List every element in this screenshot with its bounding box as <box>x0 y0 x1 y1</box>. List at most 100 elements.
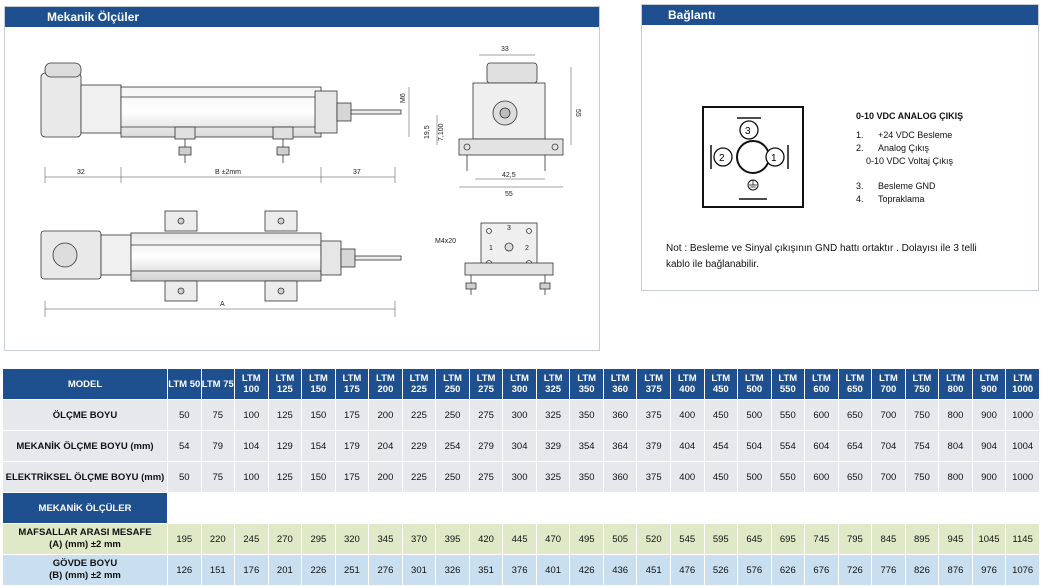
model-column-header: LTM 600 <box>805 369 838 399</box>
table-cell: 604 <box>805 431 838 461</box>
table-cell: 276 <box>369 555 402 585</box>
row-label: MAFSALLAR ARASI MESAFE(A) (mm) ±2 mm <box>3 524 167 554</box>
table-cell: 126 <box>168 555 201 585</box>
pin-desc-2: 2.Analog Çıkış <box>856 143 930 153</box>
pin-desc-1: 1.+24 VDC Besleme <box>856 130 953 140</box>
dim-7-100: 7,100 <box>438 123 445 141</box>
table-cell: 275 <box>469 400 503 430</box>
table-cell: 554 <box>771 431 805 461</box>
model-column-header: LTM 50 <box>168 369 201 399</box>
table-cell: 200 <box>369 462 402 492</box>
table-cell: 100 <box>235 462 268 492</box>
table-cell: 900 <box>972 400 1006 430</box>
section-spacer <box>168 493 1039 523</box>
table-cell: 79 <box>201 431 235 461</box>
dim-right-length: 37 <box>353 169 361 176</box>
table-cell: 325 <box>536 400 570 430</box>
table-cell: 104 <box>235 431 268 461</box>
model-column-header: LTM 350 <box>570 369 603 399</box>
table-section-row: MEKANİK ÖLÇÜLER <box>3 493 1039 523</box>
pin-3-label: 3 <box>745 126 751 137</box>
table-cell: 476 <box>670 555 704 585</box>
mechanical-panel-title: Mekanik Ölçüler <box>5 7 599 27</box>
table-cell: 300 <box>503 462 536 492</box>
table-cell: 650 <box>838 400 872 430</box>
table-cell: 945 <box>939 524 972 554</box>
model-column-header: LTM 360 <box>603 369 637 399</box>
pin-desc-2b: 0-10 VDC Voltaj Çıkış <box>866 156 954 166</box>
table-cell: 204 <box>369 431 402 461</box>
table-cell: 375 <box>637 400 670 430</box>
table-cell: 900 <box>972 462 1006 492</box>
model-column-header: LTM 200 <box>369 369 402 399</box>
table-cell: 520 <box>637 524 670 554</box>
table-cell: 400 <box>670 462 704 492</box>
table-cell: 750 <box>905 400 939 430</box>
table-cell: 436 <box>603 555 637 585</box>
pin-label-1: 1 <box>489 245 493 252</box>
table-cell: 1004 <box>1006 431 1039 461</box>
table-cell: 225 <box>402 400 436 430</box>
table-cell: 301 <box>402 555 436 585</box>
table-cell: 550 <box>771 400 805 430</box>
table-cell: 976 <box>972 555 1006 585</box>
pin-label-3: 3 <box>507 225 511 232</box>
section-label: MEKANİK ÖLÇÜLER <box>3 493 167 523</box>
table-cell: 526 <box>704 555 738 585</box>
dim-height: 55 <box>574 109 581 117</box>
table-cell: 600 <box>805 400 838 430</box>
table-cell: 295 <box>302 524 335 554</box>
table-cell: 654 <box>838 431 872 461</box>
model-column-header: LTM 1000 <box>1006 369 1039 399</box>
table-cell: 250 <box>436 400 469 430</box>
model-column-header: LTM 500 <box>738 369 771 399</box>
pin-label-2: 2 <box>525 245 529 252</box>
model-column-header: LTM 550 <box>771 369 805 399</box>
table-cell: 364 <box>603 431 637 461</box>
table-cell: 451 <box>637 555 670 585</box>
table-cell: 150 <box>302 400 335 430</box>
table-cell: 704 <box>872 431 905 461</box>
table-cell: 175 <box>335 462 369 492</box>
table-cell: 279 <box>469 431 503 461</box>
model-column-header: LTM 300 <box>503 369 536 399</box>
table-cell: 800 <box>939 462 972 492</box>
table-cell: 505 <box>603 524 637 554</box>
model-column-header: LTM 800 <box>939 369 972 399</box>
table-cell: 379 <box>637 431 670 461</box>
table-cell: 370 <box>402 524 436 554</box>
table-cell: 650 <box>838 462 872 492</box>
row-label-line1: MAFSALLAR ARASI MESAFE <box>18 527 152 538</box>
mechanical-drawing: 32 B ±2mm 37 A M6 <box>40 46 581 317</box>
side-view <box>40 62 402 163</box>
table-cell: 600 <box>805 462 838 492</box>
table-cell: 226 <box>302 555 335 585</box>
table-cell: 404 <box>670 431 704 461</box>
end-view-bottom <box>464 222 554 295</box>
top-view <box>40 210 402 302</box>
table-cell: 895 <box>905 524 939 554</box>
model-column-header: LTM 750 <box>905 369 939 399</box>
pin-1-label: 1 <box>771 153 777 164</box>
table-cell: 225 <box>402 462 436 492</box>
model-column-header: LTM 400 <box>670 369 704 399</box>
table-cell: 245 <box>235 524 268 554</box>
table-cell: 175 <box>335 400 369 430</box>
dim-m6: M6 <box>400 93 407 103</box>
table-cell: 300 <box>503 400 536 430</box>
table-cell: 1000 <box>1006 462 1039 492</box>
table-cell: 804 <box>939 431 972 461</box>
table-cell: 595 <box>704 524 738 554</box>
model-column-header: LTM 650 <box>838 369 872 399</box>
table-cell: 275 <box>469 462 503 492</box>
table-cell: 201 <box>268 555 302 585</box>
table-cell: 504 <box>738 431 771 461</box>
table-cell: 375 <box>637 462 670 492</box>
model-column-header: LTM 225 <box>402 369 436 399</box>
output-type-heading: 0-10 VDC ANALOG ÇIKIŞ <box>856 111 964 121</box>
pin-desc-3: 3.Besleme GND <box>856 181 936 191</box>
